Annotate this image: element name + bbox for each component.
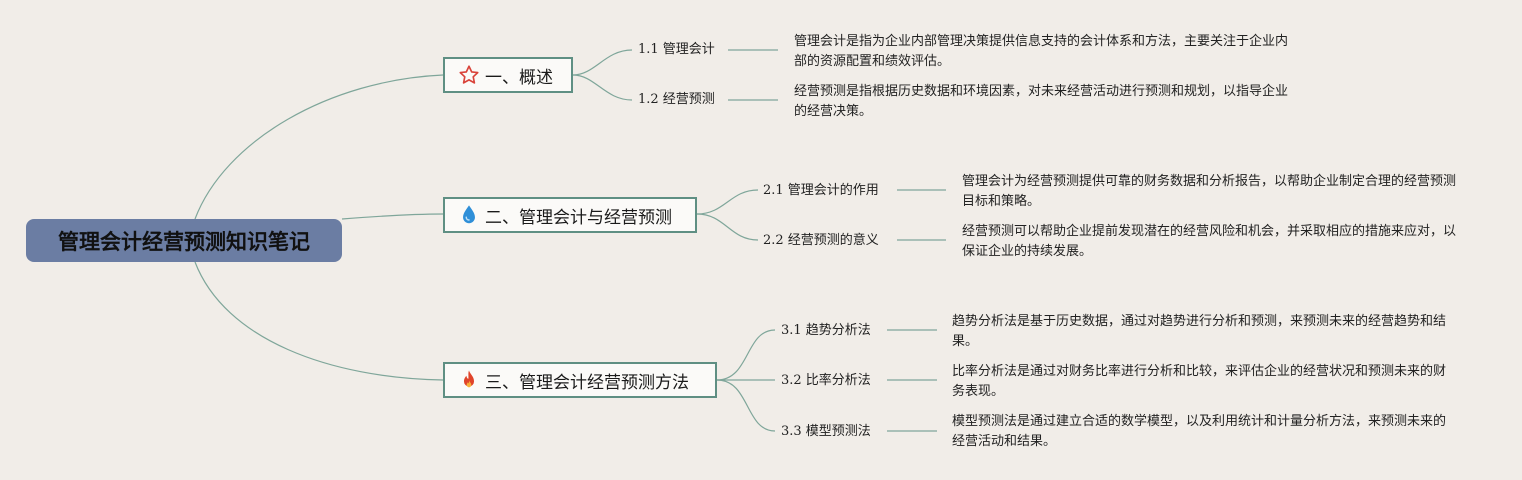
connector-root-branch-3 <box>194 261 444 381</box>
branch-title: 一、概述 <box>485 67 553 88</box>
note-ratio-analysis: 比率分析法是通过对财务比率进行分析和比较，来评估企业的经营状况和预测未来的财务表… <box>952 364 1447 399</box>
branch-forecast-methods[interactable]: 三、管理会计经营预测方法 <box>443 362 717 398</box>
connector-branch2-sub2 <box>696 213 759 241</box>
note-management-accounting: 管理会计是指为企业内部管理决策提供信息支持的会计体系和方法，主要关注于企业内部的… <box>794 34 1289 69</box>
subtopic-significance-of-forecast[interactable]: 2.2 经营预测的意义 <box>763 233 879 248</box>
fire-icon <box>457 368 481 392</box>
connector-branch1-sub2 <box>572 74 633 101</box>
connector-branch2-sub1 <box>696 189 759 215</box>
connector-branch3-sub3 <box>716 379 776 432</box>
root-topic[interactable]: 管理会计经营预测知识笔记 <box>26 219 342 262</box>
connector-branch3-sub1 <box>716 329 776 381</box>
water-drop-icon <box>457 203 481 227</box>
star-icon <box>457 63 481 87</box>
subtopic-model-forecast[interactable]: 3.3 模型预测法 <box>781 424 871 439</box>
subtopic-trend-analysis[interactable]: 3.1 趋势分析法 <box>781 323 871 338</box>
note-role-of-management-accounting: 管理会计为经营预测提供可靠的财务数据和分析报告，以帮助企业制定合理的经营预测目标… <box>962 174 1457 209</box>
subtopic-role-of-management-accounting[interactable]: 2.1 管理会计的作用 <box>763 183 879 198</box>
subtopic-ratio-analysis[interactable]: 3.2 比率分析法 <box>781 373 871 388</box>
branch-title: 三、管理会计经营预测方法 <box>485 372 689 393</box>
note-business-forecast: 经营预测是指根据历史数据和环境因素，对未来经营活动进行预测和规划，以指导企业的经… <box>794 84 1289 119</box>
connector-root-branch-2 <box>341 213 444 220</box>
note-trend-analysis: 趋势分析法是基于历史数据，通过对趋势进行分析和预测，来预测未来的经营趋势和结果。 <box>952 314 1447 349</box>
subtopic-business-forecast[interactable]: 1.2 经营预测 <box>638 92 715 107</box>
note-model-forecast: 模型预测法是通过建立合适的数学模型，以及利用统计和计量分析方法，来预测未来的经营… <box>952 414 1447 449</box>
connector-branch1-sub1 <box>572 49 633 76</box>
note-significance-of-forecast: 经营预测可以帮助企业提前发现潜在的经营风险和机会，并采取相应的措施来应对，以保证… <box>962 224 1457 259</box>
subtopic-management-accounting[interactable]: 1.1 管理会计 <box>638 42 715 57</box>
branch-management-and-forecast[interactable]: 二、管理会计与经营预测 <box>443 197 697 233</box>
connector-root-branch-1 <box>194 74 444 220</box>
branch-overview[interactable]: 一、概述 <box>443 57 573 93</box>
branch-title: 二、管理会计与经营预测 <box>485 207 672 228</box>
